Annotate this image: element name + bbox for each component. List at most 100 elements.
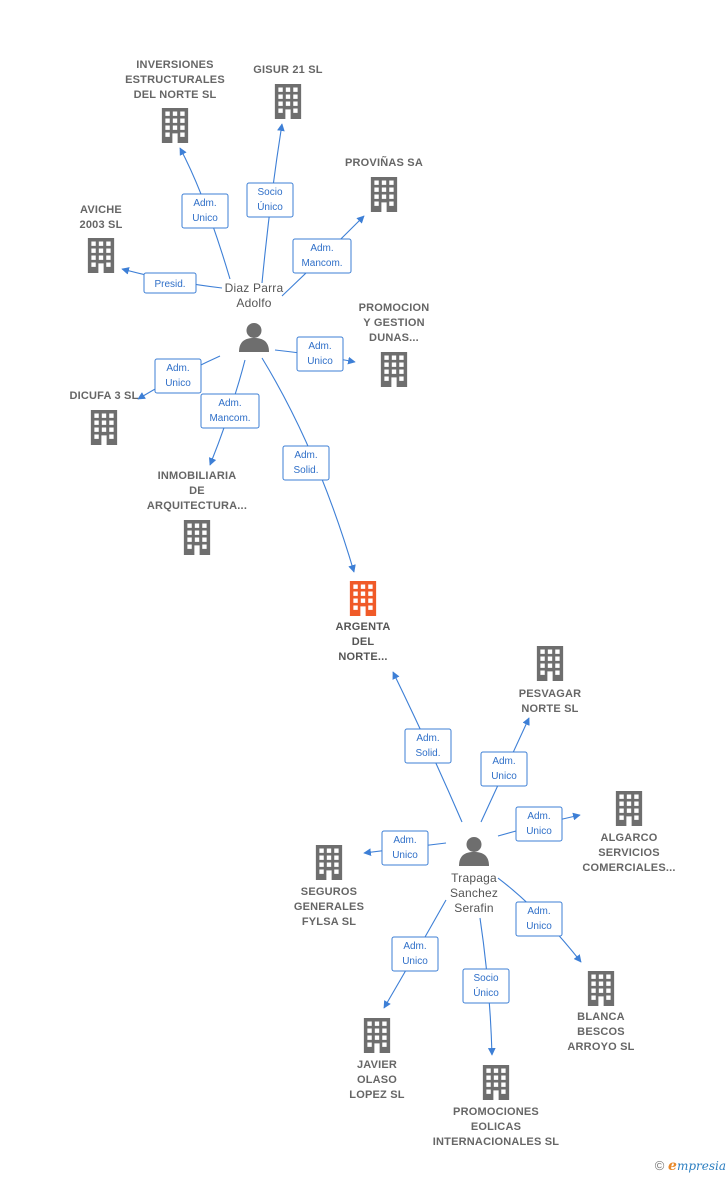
node-label: BESCOS [577, 1026, 625, 1038]
node-inmobiliaria[interactable]: INMOBILIARIA DE ARQUITECTURA... [147, 470, 247, 555]
node-label: DUNAS... [369, 332, 419, 344]
role-label-box[interactable] [143, 272, 197, 294]
person-icon [239, 322, 269, 352]
role-label-box[interactable] [404, 728, 452, 764]
role-label-text: Solid. [415, 748, 440, 759]
edge-trapaga-to-algarco: Adm.Unico [497, 806, 581, 842]
role-label-text: Unico [307, 356, 333, 367]
company-building-icon [615, 791, 643, 826]
node-dicufa[interactable]: DICUFA 3 SL [69, 390, 138, 445]
node-label: BLANCA [577, 1011, 625, 1023]
person-icon [459, 836, 489, 866]
role-label-text: Adm. [492, 756, 515, 767]
role-label-box[interactable] [246, 182, 294, 218]
role-label-text: Adm. [527, 906, 550, 917]
node-gisur[interactable]: GISUR 21 SL [253, 64, 323, 119]
company-building-icon [482, 1065, 510, 1100]
role-label-box[interactable] [515, 806, 563, 842]
role-label-box[interactable] [296, 336, 344, 372]
node-label: DICUFA 3 SL [69, 390, 138, 402]
node-eolicas[interactable]: PROMOCIONES EOLICAS INTERNACIONALES SL [433, 1065, 560, 1148]
node-label: PROVIÑAS SA [345, 156, 423, 169]
role-label-text: Presid. [154, 279, 185, 290]
node-label: FYLSA SL [302, 916, 356, 928]
node-aviche[interactable]: AVICHE 2003 SL [80, 204, 123, 273]
role-label-text: Socio [473, 973, 498, 984]
role-label-text: Unico [526, 921, 552, 932]
node-promocion[interactable]: PROMOCION Y GESTION DUNAS... [359, 302, 430, 387]
role-label-box[interactable] [292, 238, 352, 274]
node-label: Y GESTION [363, 317, 425, 329]
role-label-box[interactable] [391, 936, 439, 972]
node-label: ARQUITECTURA... [147, 500, 247, 512]
edge-trapaga-to-seguros: Adm.Unico [363, 830, 447, 866]
role-label-box[interactable] [200, 393, 260, 429]
node-label: Adolfo [236, 296, 271, 310]
node-label: EOLICAS [471, 1121, 521, 1133]
role-label-box[interactable] [515, 901, 563, 937]
role-label-box[interactable] [462, 968, 510, 1004]
edge-trapaga-to-pesvagar: Adm. Unico [480, 717, 530, 823]
role-label-text: Adm. [166, 363, 189, 374]
role-label-text: Adm. [218, 398, 241, 409]
role-label-text: Unico [402, 956, 428, 967]
node-label: SERVICIOS [598, 847, 660, 859]
node-label: GISUR 21 SL [253, 64, 323, 76]
role-label-box[interactable] [181, 193, 229, 229]
company-building-icon [315, 845, 343, 880]
node-label: DE [189, 485, 205, 497]
company-building-icon [536, 646, 564, 681]
role-label-text: Unico [491, 771, 517, 782]
edge-diaz-to-provinas: Adm.Mancom. [281, 215, 365, 297]
node-label: INMOBILIARIA [158, 470, 237, 482]
node-label: ALGARCO [600, 832, 657, 844]
node-label: COMERCIALES... [582, 862, 675, 874]
edge-diaz-to-aviche: Presid. [121, 267, 223, 294]
company-building-icon [90, 410, 118, 445]
company-building-icon [274, 84, 302, 119]
node-label: DEL NORTE SL [134, 89, 217, 101]
role-label-box[interactable] [154, 358, 202, 394]
node-label: SEGUROS [301, 886, 357, 898]
company-building-icon [87, 238, 115, 273]
company-building-icon [370, 177, 398, 212]
node-provinas[interactable]: PROVIÑAS SA [345, 156, 423, 212]
node-label: ARGENTA [336, 621, 391, 633]
footer-brand: © empresia [655, 1158, 726, 1174]
node-label: Trapaga [451, 871, 497, 885]
role-label-text: Unico [165, 378, 191, 389]
node-label: LOPEZ SL [349, 1089, 404, 1101]
node-label: DEL [352, 636, 375, 648]
node-label: INTERNACIONALES SL [433, 1136, 560, 1148]
node-label: PROMOCIONES [453, 1106, 539, 1118]
edge-diaz-to-dicufa: Adm. Unico [137, 355, 221, 400]
role-label-text: Adm. [416, 733, 439, 744]
node-label: PROMOCION [359, 302, 430, 314]
brand-initial: e [668, 1158, 677, 1174]
node-label: Serafin [454, 901, 493, 915]
role-label-box[interactable] [282, 445, 330, 481]
company-building-icon [161, 108, 189, 143]
role-label-box[interactable] [480, 751, 528, 787]
edge-trapaga-to-blanca: Adm. Unico [497, 877, 582, 963]
role-label-box[interactable] [381, 830, 429, 866]
node-label: AVICHE [80, 204, 122, 216]
role-label-text: Mancom. [301, 258, 342, 269]
node-argenta[interactable]: ARGENTADELNORTE... [336, 581, 391, 663]
brand-name: mpresia [676, 1159, 726, 1173]
node-label: 2003 SL [80, 219, 123, 231]
node-label: Diaz Parra [225, 281, 284, 295]
node-label: PESVAGAR [519, 688, 582, 700]
node-algarco[interactable]: ALGARCO SERVICIOS COMERCIALES... [582, 791, 675, 874]
role-label-text: Adm. [193, 198, 216, 209]
brand-logo[interactable]: empresia [668, 1158, 726, 1174]
copyright-symbol: © [654, 1158, 665, 1173]
